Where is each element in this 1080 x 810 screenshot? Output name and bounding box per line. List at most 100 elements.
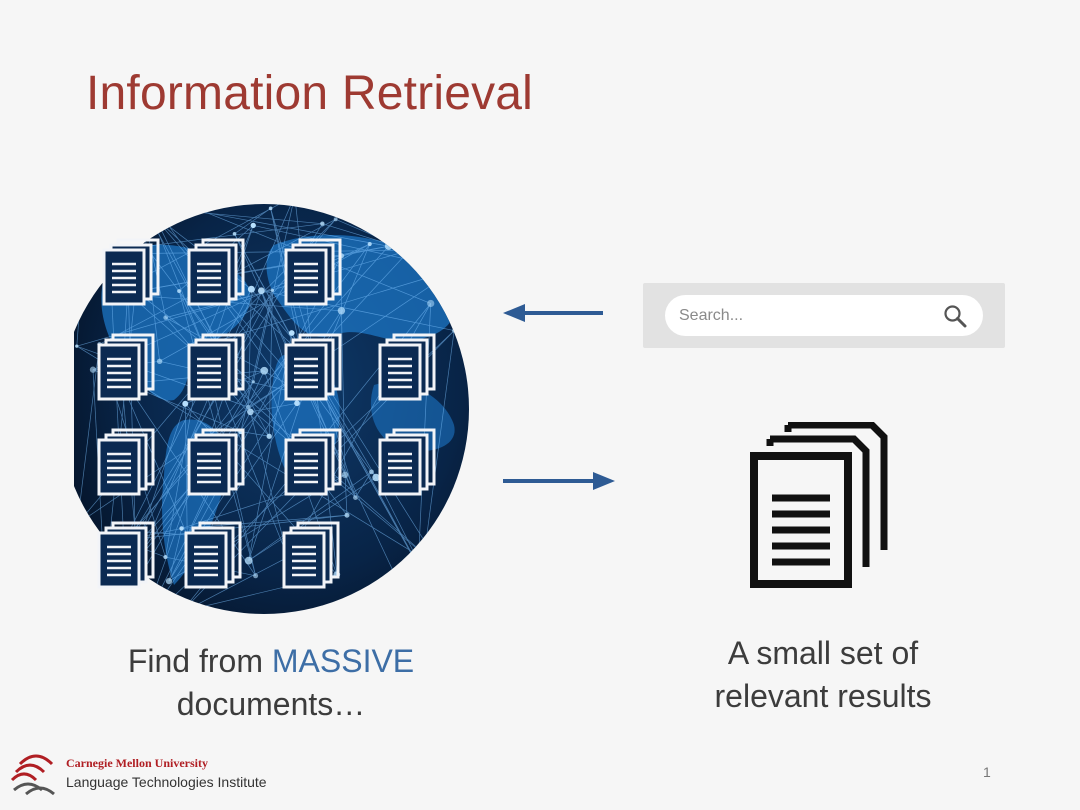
- network-link: [341, 310, 346, 475]
- network-node: [250, 222, 256, 229]
- document-stack-icon: [282, 521, 340, 589]
- slide-title: Information Retrieval: [86, 67, 534, 120]
- network-link: [313, 364, 444, 571]
- network-node: [177, 611, 183, 614]
- network-node: [89, 366, 97, 373]
- network-node: [413, 616, 419, 622]
- network-node: [80, 251, 87, 258]
- arrow-right-icon: [503, 472, 615, 490]
- network-link: [250, 402, 298, 413]
- network-node: [407, 248, 412, 252]
- network-node: [369, 469, 374, 475]
- caption-right-line1: A small set of: [727, 635, 919, 671]
- network-node: [75, 521, 80, 527]
- document-stack-icon: [97, 428, 155, 496]
- document-stack-icon: [750, 422, 888, 588]
- network-node: [268, 206, 273, 211]
- network-node: [75, 344, 79, 348]
- document-stack-icon: [284, 333, 342, 401]
- document-stack-icon: [187, 428, 245, 496]
- network-node: [372, 473, 380, 482]
- network-node: [427, 299, 435, 308]
- caption-right-line2: relevant results: [714, 678, 932, 714]
- network-link: [341, 245, 389, 257]
- document-stack-icon: [187, 333, 245, 401]
- network-node: [337, 307, 346, 315]
- network-node: [452, 328, 457, 333]
- network-node: [270, 288, 274, 292]
- network-link: [105, 249, 410, 579]
- network-node: [141, 204, 147, 211]
- network-node: [163, 315, 168, 320]
- network-link: [250, 411, 289, 558]
- network-node: [450, 265, 459, 274]
- network-node: [106, 625, 114, 633]
- caption-highlight: MASSIVE: [271, 643, 415, 679]
- footer-university: Carnegie Mellon University: [66, 756, 208, 770]
- network-node: [291, 192, 298, 199]
- network-link: [178, 290, 256, 576]
- network-link: [121, 383, 188, 536]
- network-link: [180, 613, 416, 614]
- network-node: [179, 526, 184, 531]
- network-link: [123, 245, 389, 541]
- network-link: [234, 208, 271, 235]
- network-node: [137, 204, 145, 206]
- network-node: [446, 618, 450, 622]
- network-link: [106, 204, 389, 247]
- globe-network-svg: [74, 185, 469, 633]
- document-stack-icon: [184, 521, 242, 589]
- search-bar: Search...: [643, 283, 1005, 348]
- document-stack-icon: [378, 333, 436, 401]
- network-link: [77, 344, 100, 524]
- network-link: [123, 514, 348, 541]
- network-link: [248, 382, 308, 561]
- network-link: [83, 253, 444, 571]
- network-node: [244, 556, 253, 565]
- network-node: [253, 573, 259, 579]
- caption-suffix: documents…: [176, 686, 366, 722]
- network-link: [76, 249, 410, 347]
- globe-image: [74, 185, 472, 633]
- network-node: [247, 408, 254, 416]
- search-input[interactable]: Search...: [665, 295, 983, 336]
- network-node: [341, 471, 349, 478]
- network-node: [247, 285, 255, 293]
- network-link: [240, 431, 270, 437]
- network-node: [163, 555, 168, 560]
- network-link: [344, 474, 348, 516]
- network-node: [165, 577, 173, 585]
- network-node: [288, 330, 295, 336]
- document-stack-icon: [284, 428, 342, 496]
- document-stack-icon: [102, 238, 160, 306]
- caption-prefix: Find from: [127, 643, 272, 679]
- network-link: [248, 406, 444, 571]
- network-node: [232, 232, 237, 236]
- document-stack-icon: [187, 238, 245, 306]
- network-node: [136, 185, 143, 189]
- network-node: [320, 221, 325, 226]
- network-link: [168, 528, 182, 582]
- caption-massive-documents: Find from MASSIVE documents…: [96, 640, 446, 726]
- network-node: [266, 433, 272, 439]
- network-node: [156, 358, 163, 365]
- network-link: [184, 403, 188, 536]
- cmu-lti-logo: [10, 754, 55, 796]
- caption-relevant-results: A small set of relevant results: [688, 632, 958, 718]
- network-link: [253, 204, 296, 382]
- arrow-left-icon: [503, 304, 603, 322]
- search-icon[interactable]: [943, 304, 967, 328]
- network-node: [384, 242, 393, 251]
- network-node: [439, 566, 447, 575]
- network-node: [257, 287, 265, 295]
- network-node: [251, 380, 255, 384]
- page-number: 1: [983, 764, 991, 780]
- network-node: [101, 596, 110, 604]
- document-stack-icon: [284, 238, 342, 306]
- document-stack-icon: [378, 428, 436, 496]
- search-placeholder: Search...: [679, 307, 744, 324]
- network-node: [246, 404, 251, 410]
- network-node: [182, 400, 189, 407]
- network-link: [119, 293, 342, 312]
